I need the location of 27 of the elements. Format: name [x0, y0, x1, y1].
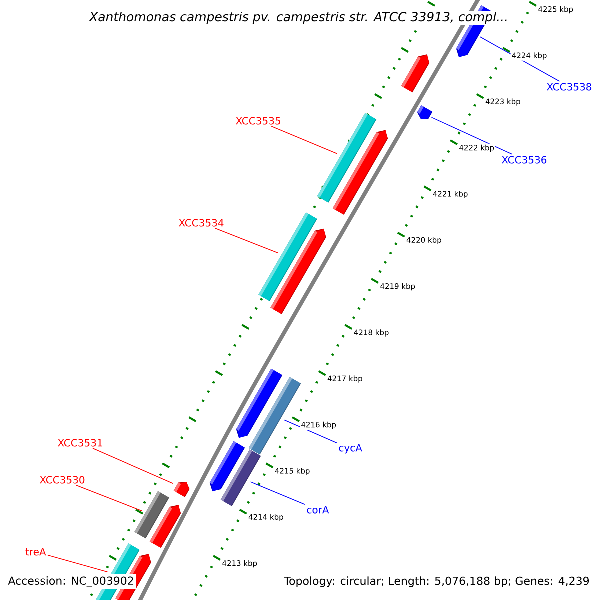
- gene-block: [248, 377, 302, 455]
- gene-block: [220, 450, 262, 506]
- gene-block: [417, 106, 433, 120]
- gene-label: XCC3531: [58, 439, 102, 447]
- gene-label: XCC3534: [179, 219, 224, 227]
- gene-label: XCC3535: [236, 117, 280, 125]
- leader-line: [271, 126, 338, 154]
- gene-label: XCC3538: [547, 83, 592, 91]
- gene-block: [174, 482, 190, 498]
- gene-label: treA: [26, 548, 46, 556]
- gene-label: corA: [307, 506, 330, 514]
- gene-block: [150, 505, 182, 548]
- leader-line: [431, 117, 513, 155]
- gene-label: cycA: [339, 444, 362, 454]
- leader-line: [92, 448, 174, 484]
- leader-line: [284, 420, 338, 444]
- gene-block: [401, 54, 430, 93]
- gene-block: [270, 228, 326, 314]
- accession-text: Accession: NC_003902: [6, 574, 136, 590]
- leader-line: [76, 485, 143, 512]
- title: Xanthomonas campestris pv. campestris str. ATCC 33913, compl...: [88, 10, 510, 26]
- leader-line: [215, 228, 279, 254]
- gene-label: XCC3530: [40, 476, 85, 484]
- summary-text: Topology: circular; Length: 5,076,188 bp; Genes: 4,239: [282, 574, 592, 590]
- leader-line: [48, 555, 108, 573]
- gene-label: XCC3536: [502, 156, 547, 164]
- gene-block: [332, 130, 388, 215]
